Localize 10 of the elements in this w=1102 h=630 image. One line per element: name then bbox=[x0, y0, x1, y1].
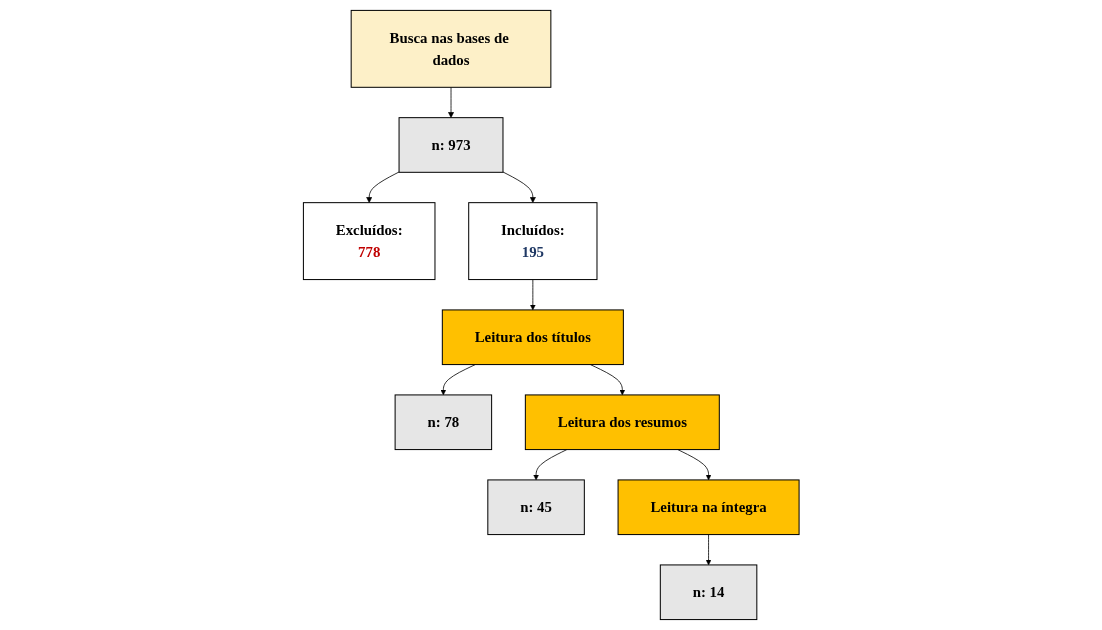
node-box: n: 78 bbox=[394, 394, 492, 451]
node-box: Excluídos: 778 bbox=[302, 202, 436, 281]
node-box: Busca nas bases de dados bbox=[350, 9, 552, 88]
node-box: n: 973 bbox=[398, 117, 504, 173]
node-box: Leitura dos títulos bbox=[441, 309, 624, 366]
node-box: n: 14 bbox=[659, 564, 758, 621]
node-box: Leitura dos resumos bbox=[524, 394, 720, 451]
node-box: Leitura na íntegra bbox=[617, 479, 800, 536]
node-box: Incluídos: 195 bbox=[467, 202, 598, 281]
node-box: n: 45 bbox=[487, 479, 585, 536]
